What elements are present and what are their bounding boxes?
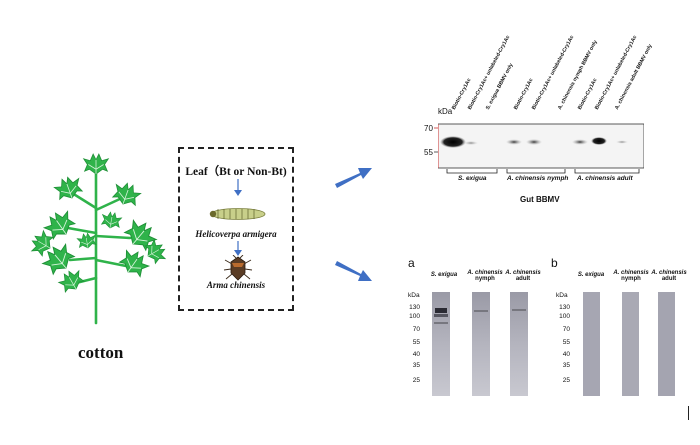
group-label-adult: A. chinensis adult [577,175,633,182]
panel-a-marker: 25 [412,377,420,384]
panel-a-marker: 130 [409,304,420,311]
arma-label: Arma chinensis [206,280,266,290]
lane-label-5: Biotin-Cry1Ac+ unlabeled-Cry1Ac [531,34,576,111]
blot-marker-55: 55 [424,148,433,157]
panel-a-kda-label: kDa [408,292,420,299]
panel-a-marker: 100 [409,313,420,320]
panel-b-letter: b [551,256,558,270]
panel-b-marker: 35 [562,362,570,369]
leaf-label: Leaf（Bt or Non-Bt) [185,166,287,178]
panel-b-col-1: S. exigua [577,272,605,278]
blot-title: Gut BBMV [520,195,560,204]
panel-b-marker: 40 [562,351,570,358]
panel-a-marker: 55 [412,339,420,346]
blot-kda-label: kDa [438,107,453,116]
panel-b-marker: 55 [562,339,570,346]
panel-a-col-1: S. exigua [430,272,458,278]
panel-a-letter: a [408,256,415,270]
food-chain-box: Leaf（Bt or Non-Bt) Helicoverpa armigera … [178,147,294,311]
edge-divider [688,406,689,420]
caterpillar-icon [209,208,266,220]
panel-a-marker: 35 [412,362,420,369]
blot-marker-70: 70 [424,124,433,133]
cotton-label: cotton [78,343,124,362]
group-label-nymph: A. chinensis nymph [507,175,569,182]
arrow-right-down-icon [335,261,372,281]
lane-label-9: A. chinensis adult BBMV only [614,43,654,111]
cotton-plant-illustration [30,153,170,325]
panel-a-marker: 70 [412,326,420,333]
stink-bug-icon [223,255,253,281]
panel-b-marker: 70 [562,326,570,333]
arrow-down-icon [234,179,242,196]
panel-b-marker: 100 [559,313,570,320]
panel-a-strips [432,292,528,396]
panel-b-marker: 25 [562,377,570,384]
arrow-down-icon [234,241,242,256]
western-blot-image [438,123,644,169]
group-brackets [446,169,640,174]
panel-a-marker: 40 [412,351,420,358]
arrow-right-up-icon [335,168,372,188]
panel-b-marker: 130 [559,304,570,311]
group-label-s-exigua: S. exigua [458,175,487,182]
panel-b-kda-label: kDa [556,292,568,299]
panel-b-strips [583,292,675,396]
helicoverpa-label: Helicoverpa armigera [195,229,277,239]
